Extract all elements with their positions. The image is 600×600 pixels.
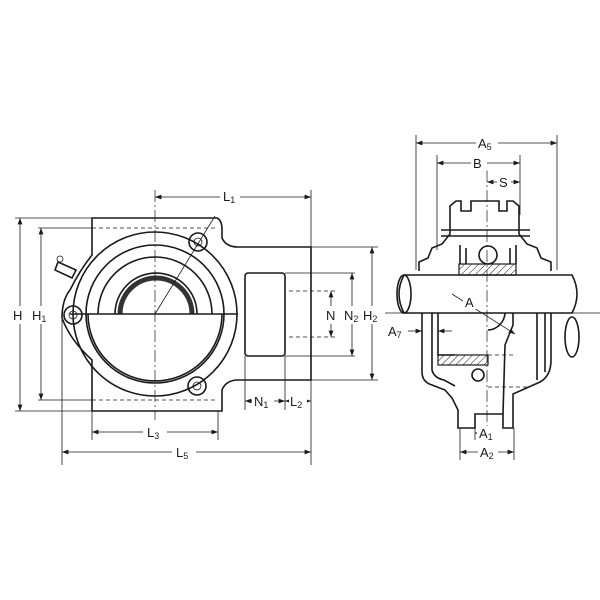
dim-label-S: S	[499, 175, 508, 190]
dim-label-A1: A1	[479, 426, 493, 442]
dim-label-H: H	[13, 308, 22, 323]
shaft	[398, 274, 578, 314]
dim-label-H2: H2	[363, 308, 377, 324]
dim-label-L2: L2	[290, 394, 302, 410]
dim-label-H1: H1	[32, 308, 46, 324]
dim-label-L3: L3	[147, 425, 159, 441]
lower-inner-ring	[437, 354, 489, 366]
side-view: A5 B S A A7 A1 A2	[385, 135, 600, 461]
housing-bottom	[421, 313, 552, 429]
inner-ring	[458, 263, 517, 276]
ball-icon	[478, 245, 498, 265]
dim-label-L1: L1	[223, 189, 235, 205]
dim-label-N: N	[326, 308, 335, 323]
slide-slot	[244, 272, 286, 357]
dim-label-L5: L5	[176, 445, 188, 461]
dim-label-B: B	[473, 156, 482, 171]
dim-label-N2: N2	[344, 308, 358, 324]
housing-outline	[61, 217, 312, 412]
dim-label-A2: A2	[480, 445, 494, 461]
front-view: L1 H H1 N N2 H2 N1 L2 L3 L5	[12, 188, 380, 465]
bolt-icon	[63, 305, 83, 325]
grease-fitting-icon	[53, 255, 78, 280]
dim-label-A7: A7	[388, 324, 402, 340]
bearing-half	[114, 272, 198, 315]
bearing-half-inner	[117, 275, 195, 315]
bolt-icon	[187, 376, 207, 396]
dim-label-N1: N1	[254, 394, 268, 410]
dim-label-A: A	[465, 295, 474, 310]
dim-label-A5: A5	[478, 136, 492, 152]
bolt-icon	[188, 232, 208, 252]
housing-top	[418, 200, 552, 271]
